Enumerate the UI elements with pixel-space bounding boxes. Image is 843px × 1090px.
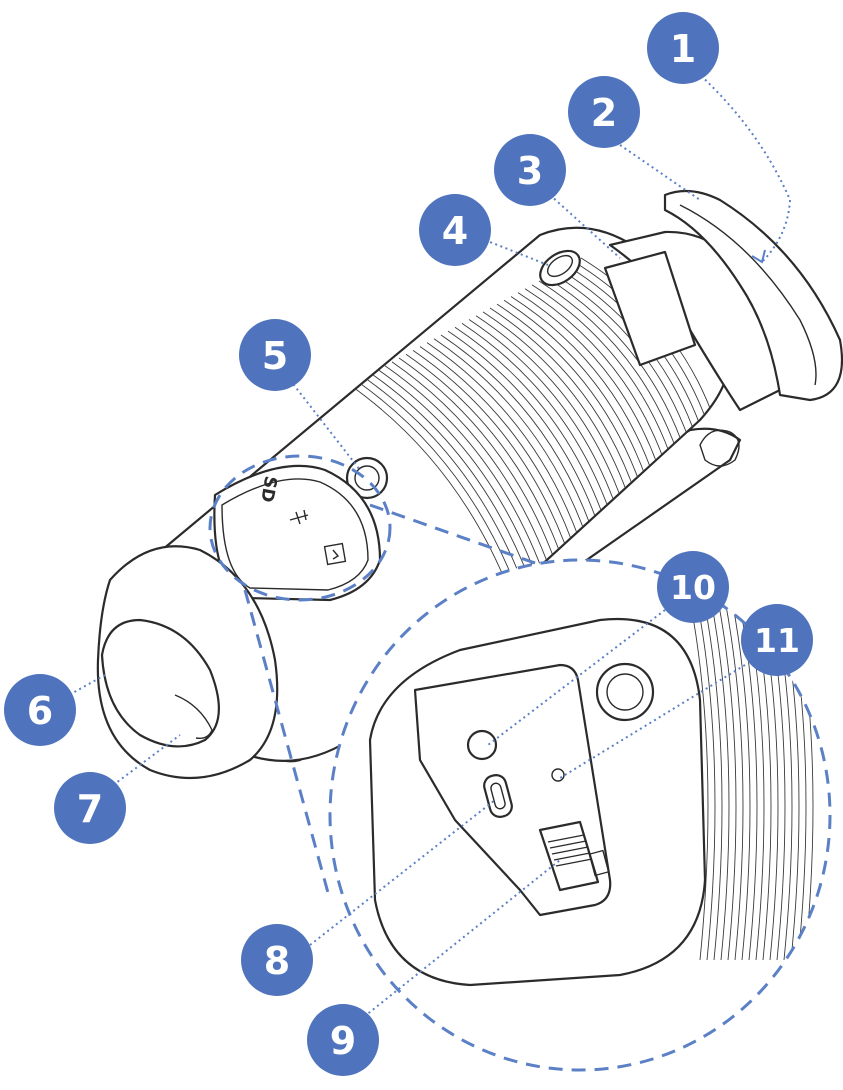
detail-ridge-line bbox=[717, 599, 737, 961]
microsd-slot bbox=[538, 820, 610, 892]
leader-3 bbox=[549, 194, 621, 259]
grip-ridge-line bbox=[391, 361, 559, 593]
callout-9: 9 bbox=[307, 1004, 379, 1076]
detail-ridge-line bbox=[703, 599, 723, 961]
zoom-detail-circle bbox=[328, 558, 832, 1072]
detail-ridge-line bbox=[710, 599, 730, 961]
svg-text:8: 8 bbox=[264, 939, 290, 983]
sd-label: SD bbox=[256, 474, 280, 503]
leader-10 bbox=[487, 609, 666, 746]
leader-4 bbox=[484, 239, 549, 266]
label-plate bbox=[603, 250, 697, 367]
callout-11: 11 bbox=[741, 604, 813, 676]
detail-ridge-line bbox=[724, 599, 744, 961]
leader-8 bbox=[309, 799, 496, 946]
callout-10: 10 bbox=[657, 551, 729, 623]
svg-text:5: 5 bbox=[262, 334, 288, 378]
grip-ridge-line bbox=[419, 346, 584, 575]
indicator-led bbox=[551, 768, 565, 782]
leader-5 bbox=[289, 379, 361, 471]
svg-text:1: 1 bbox=[670, 27, 696, 71]
lens-cap bbox=[100, 618, 220, 748]
callout-8: 8 bbox=[241, 924, 313, 996]
svg-text:2: 2 bbox=[591, 91, 617, 135]
grip-ridge-line bbox=[398, 357, 565, 589]
usb-c-port bbox=[483, 774, 513, 818]
callout-5: 5 bbox=[239, 319, 311, 391]
callout-3: 3 bbox=[494, 134, 566, 206]
leader-2 bbox=[619, 144, 701, 201]
callout-4: 4 bbox=[419, 194, 491, 266]
lens-cap-tab bbox=[174, 694, 213, 740]
detail-ridge-line bbox=[731, 599, 751, 961]
eyecup-rim bbox=[679, 204, 817, 386]
diopter-knob bbox=[539, 249, 581, 287]
callout-7: 7 bbox=[54, 772, 126, 844]
svg-text:3: 3 bbox=[517, 149, 543, 193]
detail-button bbox=[595, 662, 655, 722]
detail-ridge-line bbox=[689, 599, 709, 961]
callout-2: 2 bbox=[568, 76, 640, 148]
svg-text:7: 7 bbox=[77, 787, 103, 831]
callout-1: 1 bbox=[647, 12, 719, 84]
detail-ridge-line bbox=[696, 599, 716, 961]
grip-ridge-line bbox=[405, 353, 571, 584]
leader-1-arrow bbox=[751, 249, 766, 264]
leader-9 bbox=[359, 859, 561, 1021]
svg-text:11: 11 bbox=[754, 621, 800, 660]
usb-icon bbox=[289, 509, 309, 525]
eyecup bbox=[663, 189, 843, 402]
power-button bbox=[345, 456, 389, 500]
reset-hole bbox=[466, 729, 498, 761]
callout-6: 6 bbox=[4, 674, 76, 746]
strap-loop bbox=[699, 429, 740, 467]
svg-text:9: 9 bbox=[330, 1019, 356, 1063]
callouts: 1 2 3 4 5 6 7 8 bbox=[4, 12, 813, 1076]
battery-icon bbox=[323, 542, 347, 566]
zoom-connector-bottom bbox=[243, 589, 332, 901]
grip-ridge-line bbox=[412, 349, 578, 580]
svg-text:6: 6 bbox=[27, 689, 53, 733]
svg-text:4: 4 bbox=[442, 209, 468, 253]
svg-text:10: 10 bbox=[670, 568, 716, 607]
zoom-source-circle bbox=[208, 454, 392, 602]
port-cover-inner bbox=[221, 478, 369, 591]
grip-ridge-line bbox=[384, 365, 552, 598]
